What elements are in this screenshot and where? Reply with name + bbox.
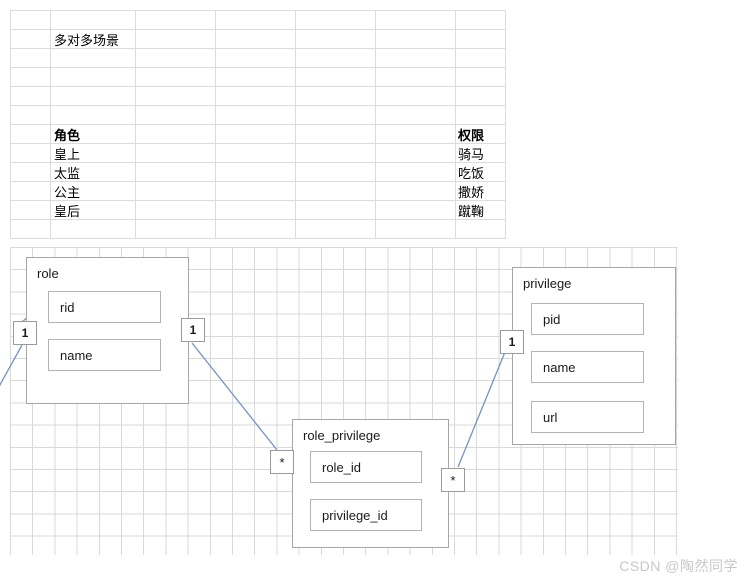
cardinality-role-right: 1 (181, 318, 205, 342)
sheet-cell-privilege-value[interactable]: 撒娇 (458, 185, 485, 200)
spreadsheet-region: 多对多场景角色 权限皇上太监公主皇后 骑马吃饭撒娇蹴鞠 (0, 0, 506, 240)
attribute-role-name-label: name (60, 347, 93, 363)
sheet-cell-privilege-value[interactable]: 吃饭 (458, 166, 485, 181)
attribute-privilege-pid[interactable]: pid (531, 303, 644, 335)
sheet-cell-role-value[interactable]: 皇上 (54, 147, 81, 162)
sheet-cell-header-privilege[interactable]: 权限 (458, 128, 485, 143)
sheet-cell-header-role[interactable]: 角色 (54, 128, 81, 143)
sheet-column-rule (10, 10, 11, 238)
cardinality-junction-right: * (441, 468, 465, 492)
sheet-cell-role-value[interactable]: 公主 (54, 185, 81, 200)
sheet-row-rule (10, 86, 506, 87)
sheet-row-rule (10, 10, 506, 11)
attribute-privilege-id-label: privilege_id (322, 507, 388, 523)
sheet-row-rule (10, 124, 506, 125)
cardinality-left-edge: 1 (13, 321, 37, 345)
attribute-privilege-url[interactable]: url (531, 401, 644, 433)
sheet-column-rule (375, 10, 376, 238)
attribute-role-name[interactable]: name (48, 339, 161, 371)
entity-privilege-title: privilege (523, 276, 572, 291)
entity-role[interactable]: role (26, 257, 189, 404)
sheet-cell-privilege-value[interactable]: 骑马 (458, 147, 485, 162)
sheet-row-rule (10, 238, 506, 239)
attribute-role-rid-label: rid (60, 299, 75, 315)
sheet-column-rule (455, 10, 456, 238)
sheet-column-rule (50, 10, 51, 238)
sheet-row-rule (10, 143, 506, 144)
csdn-watermark: CSDN @陶然同学 (619, 558, 738, 574)
attribute-privilege-url-label: url (543, 409, 558, 425)
sheet-column-rule (215, 10, 216, 238)
attribute-role-privilege-privilege-id[interactable]: privilege_id (310, 499, 422, 531)
entity-role-privilege-title: role_privilege (303, 428, 381, 443)
sheet-cell-privilege-value[interactable]: 蹴鞠 (458, 204, 485, 219)
sheet-cell-title[interactable]: 多对多场景 (54, 33, 120, 48)
sheet-row-rule (10, 162, 506, 163)
sheet-cell-role-value[interactable]: 太监 (54, 166, 81, 181)
attribute-role-rid[interactable]: rid (48, 291, 161, 323)
sheet-column-rule (135, 10, 136, 238)
sheet-row-rule (10, 29, 506, 30)
attribute-role-privilege-role-id[interactable]: role_id (310, 451, 422, 483)
attribute-privilege-pid-label: pid (543, 311, 561, 327)
sheet-column-rule (295, 10, 296, 238)
sheet-row-rule (10, 219, 506, 220)
sheet-row-rule (10, 48, 506, 49)
sheet-row-rule (10, 67, 506, 68)
attribute-privilege-name-label: name (543, 359, 576, 375)
sheet-cell-role-value[interactable]: 皇后 (54, 204, 81, 219)
cardinality-privilege-left: 1 (500, 330, 524, 354)
sheet-row-rule (10, 181, 506, 182)
entity-role-title: role (37, 266, 59, 281)
sheet-row-rule (10, 105, 506, 106)
sheet-column-rule (505, 10, 506, 238)
sheet-row-rule (10, 200, 506, 201)
attribute-privilege-name[interactable]: name (531, 351, 644, 383)
cardinality-junction-left: * (270, 450, 294, 474)
attribute-role-id-label: role_id (322, 459, 362, 475)
